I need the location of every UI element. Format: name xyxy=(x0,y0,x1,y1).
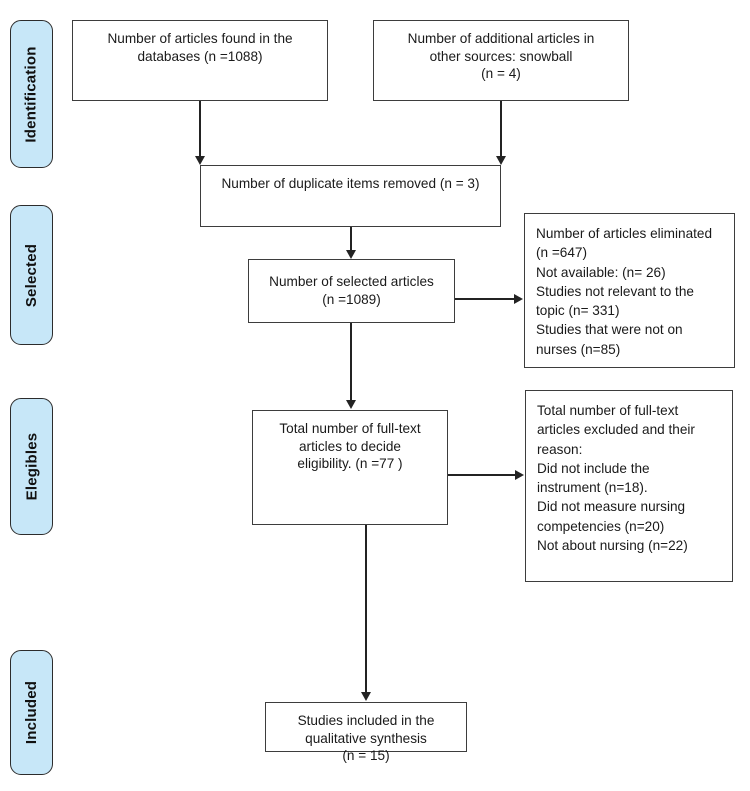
node-studies-included-line-2: qualitative synthesis xyxy=(305,730,427,746)
node-other-sources-line-1: Number of additional articles in xyxy=(407,31,595,46)
connector-databases-to-duplicates-vertical xyxy=(199,101,201,157)
connector-databases-to-duplicates-arrow xyxy=(194,156,205,165)
node-articles-eliminated-line-1: Number of articles eliminated xyxy=(536,226,713,241)
node-articles-eliminated-line-5: topic (n= 331) xyxy=(536,303,620,319)
node-fulltext-excluded-line-1: Total number of full-text xyxy=(537,403,679,418)
node-fulltext-excluded-line-5: instrument (n=18). xyxy=(537,480,648,496)
node-other-sources-line-2: other sources: snowball xyxy=(429,48,573,64)
node-articles-eliminated-line-2: (n =647) xyxy=(536,245,588,261)
node-studies-included-line-3: (n = 15) xyxy=(342,748,390,764)
node-fulltext-eligibility: Total number of full-text articles to de… xyxy=(252,410,448,525)
node-articles-eliminated: Number of articles eliminated (n =647) N… xyxy=(524,213,735,368)
node-other-sources: Number of additional articles in other s… xyxy=(373,20,629,101)
node-fulltext-excluded-line-3: reason: xyxy=(537,441,583,457)
connector-selected-to-fulltext-arrow xyxy=(345,400,356,409)
connector-fulltext-to-excluded-horizontal xyxy=(448,474,516,476)
node-databases: Number of articles found in the database… xyxy=(72,20,328,101)
node-duplicates-removed-line-1: Number of duplicate items removed (n = 3… xyxy=(221,176,480,191)
node-fulltext-eligibility-line-1: Total number of full-text xyxy=(279,421,421,436)
stage-label-elegibles: Elegibles xyxy=(10,398,53,535)
node-articles-eliminated-line-6: Studies that were not on xyxy=(536,322,683,338)
stage-label-selected: Selected xyxy=(10,205,53,345)
connector-fulltext-to-included-arrow xyxy=(360,692,371,701)
node-duplicates-removed: Number of duplicate items removed (n = 3… xyxy=(200,165,501,227)
node-studies-included-line-1: Studies included in the xyxy=(297,713,435,728)
connector-selected-to-fulltext-vertical xyxy=(350,323,352,401)
connector-duplicates-to-selected-vertical xyxy=(350,227,352,251)
connector-selected-to-eliminated-arrow xyxy=(514,293,523,304)
node-databases-line-1: Number of articles found in the xyxy=(107,31,293,46)
node-other-sources-line-3: (n = 4) xyxy=(481,66,521,82)
node-fulltext-excluded-line-2: articles excluded and their xyxy=(537,422,695,438)
stage-label-included-text: Included xyxy=(23,680,40,745)
node-articles-eliminated-line-4: Studies not relevant to the xyxy=(536,283,694,299)
node-selected-articles: Number of selected articles (n =1089) xyxy=(248,259,455,323)
node-selected-articles-line-2: (n =1089) xyxy=(322,292,381,307)
stage-label-elegibles-text: Elegibles xyxy=(23,432,41,501)
node-fulltext-excluded-line-7: competencies (n=20) xyxy=(537,518,665,534)
node-articles-eliminated-line-3: Not available: (n= 26) xyxy=(536,264,666,280)
stage-label-selected-text: Selected xyxy=(23,243,40,307)
stage-label-included: Included xyxy=(10,650,53,775)
connector-other-sources-to-duplicates-vertical xyxy=(500,101,502,157)
connector-duplicates-to-selected-arrow xyxy=(345,250,356,259)
node-fulltext-excluded-line-4: Did not include the xyxy=(537,460,650,476)
connector-other-sources-to-duplicates-arrow xyxy=(495,156,506,165)
node-selected-articles-line-1: Number of selected articles xyxy=(269,274,434,290)
connector-fulltext-to-included-vertical xyxy=(365,525,367,693)
connector-fulltext-to-excluded-arrow xyxy=(515,469,524,480)
node-fulltext-excluded-line-8: Not about nursing (n=22) xyxy=(537,538,688,554)
stage-label-identification-text: Identification xyxy=(23,45,41,143)
node-fulltext-eligibility-line-2: articles to decide xyxy=(298,438,401,454)
stage-label-identification: Identification xyxy=(10,20,53,168)
node-databases-line-2: databases (n =1088) xyxy=(137,48,263,64)
node-fulltext-eligibility-line-3: eligibility. (n =77 ) xyxy=(297,456,403,472)
node-studies-included: Studies included in the qualitative synt… xyxy=(265,702,467,763)
node-articles-eliminated-line-7: nurses (n=85) xyxy=(536,341,621,357)
node-fulltext-excluded: Total number of full-text articles exclu… xyxy=(525,390,733,582)
node-fulltext-excluded-line-6: Did not measure nursing xyxy=(537,499,686,515)
connector-selected-to-eliminated-horizontal xyxy=(455,298,515,300)
